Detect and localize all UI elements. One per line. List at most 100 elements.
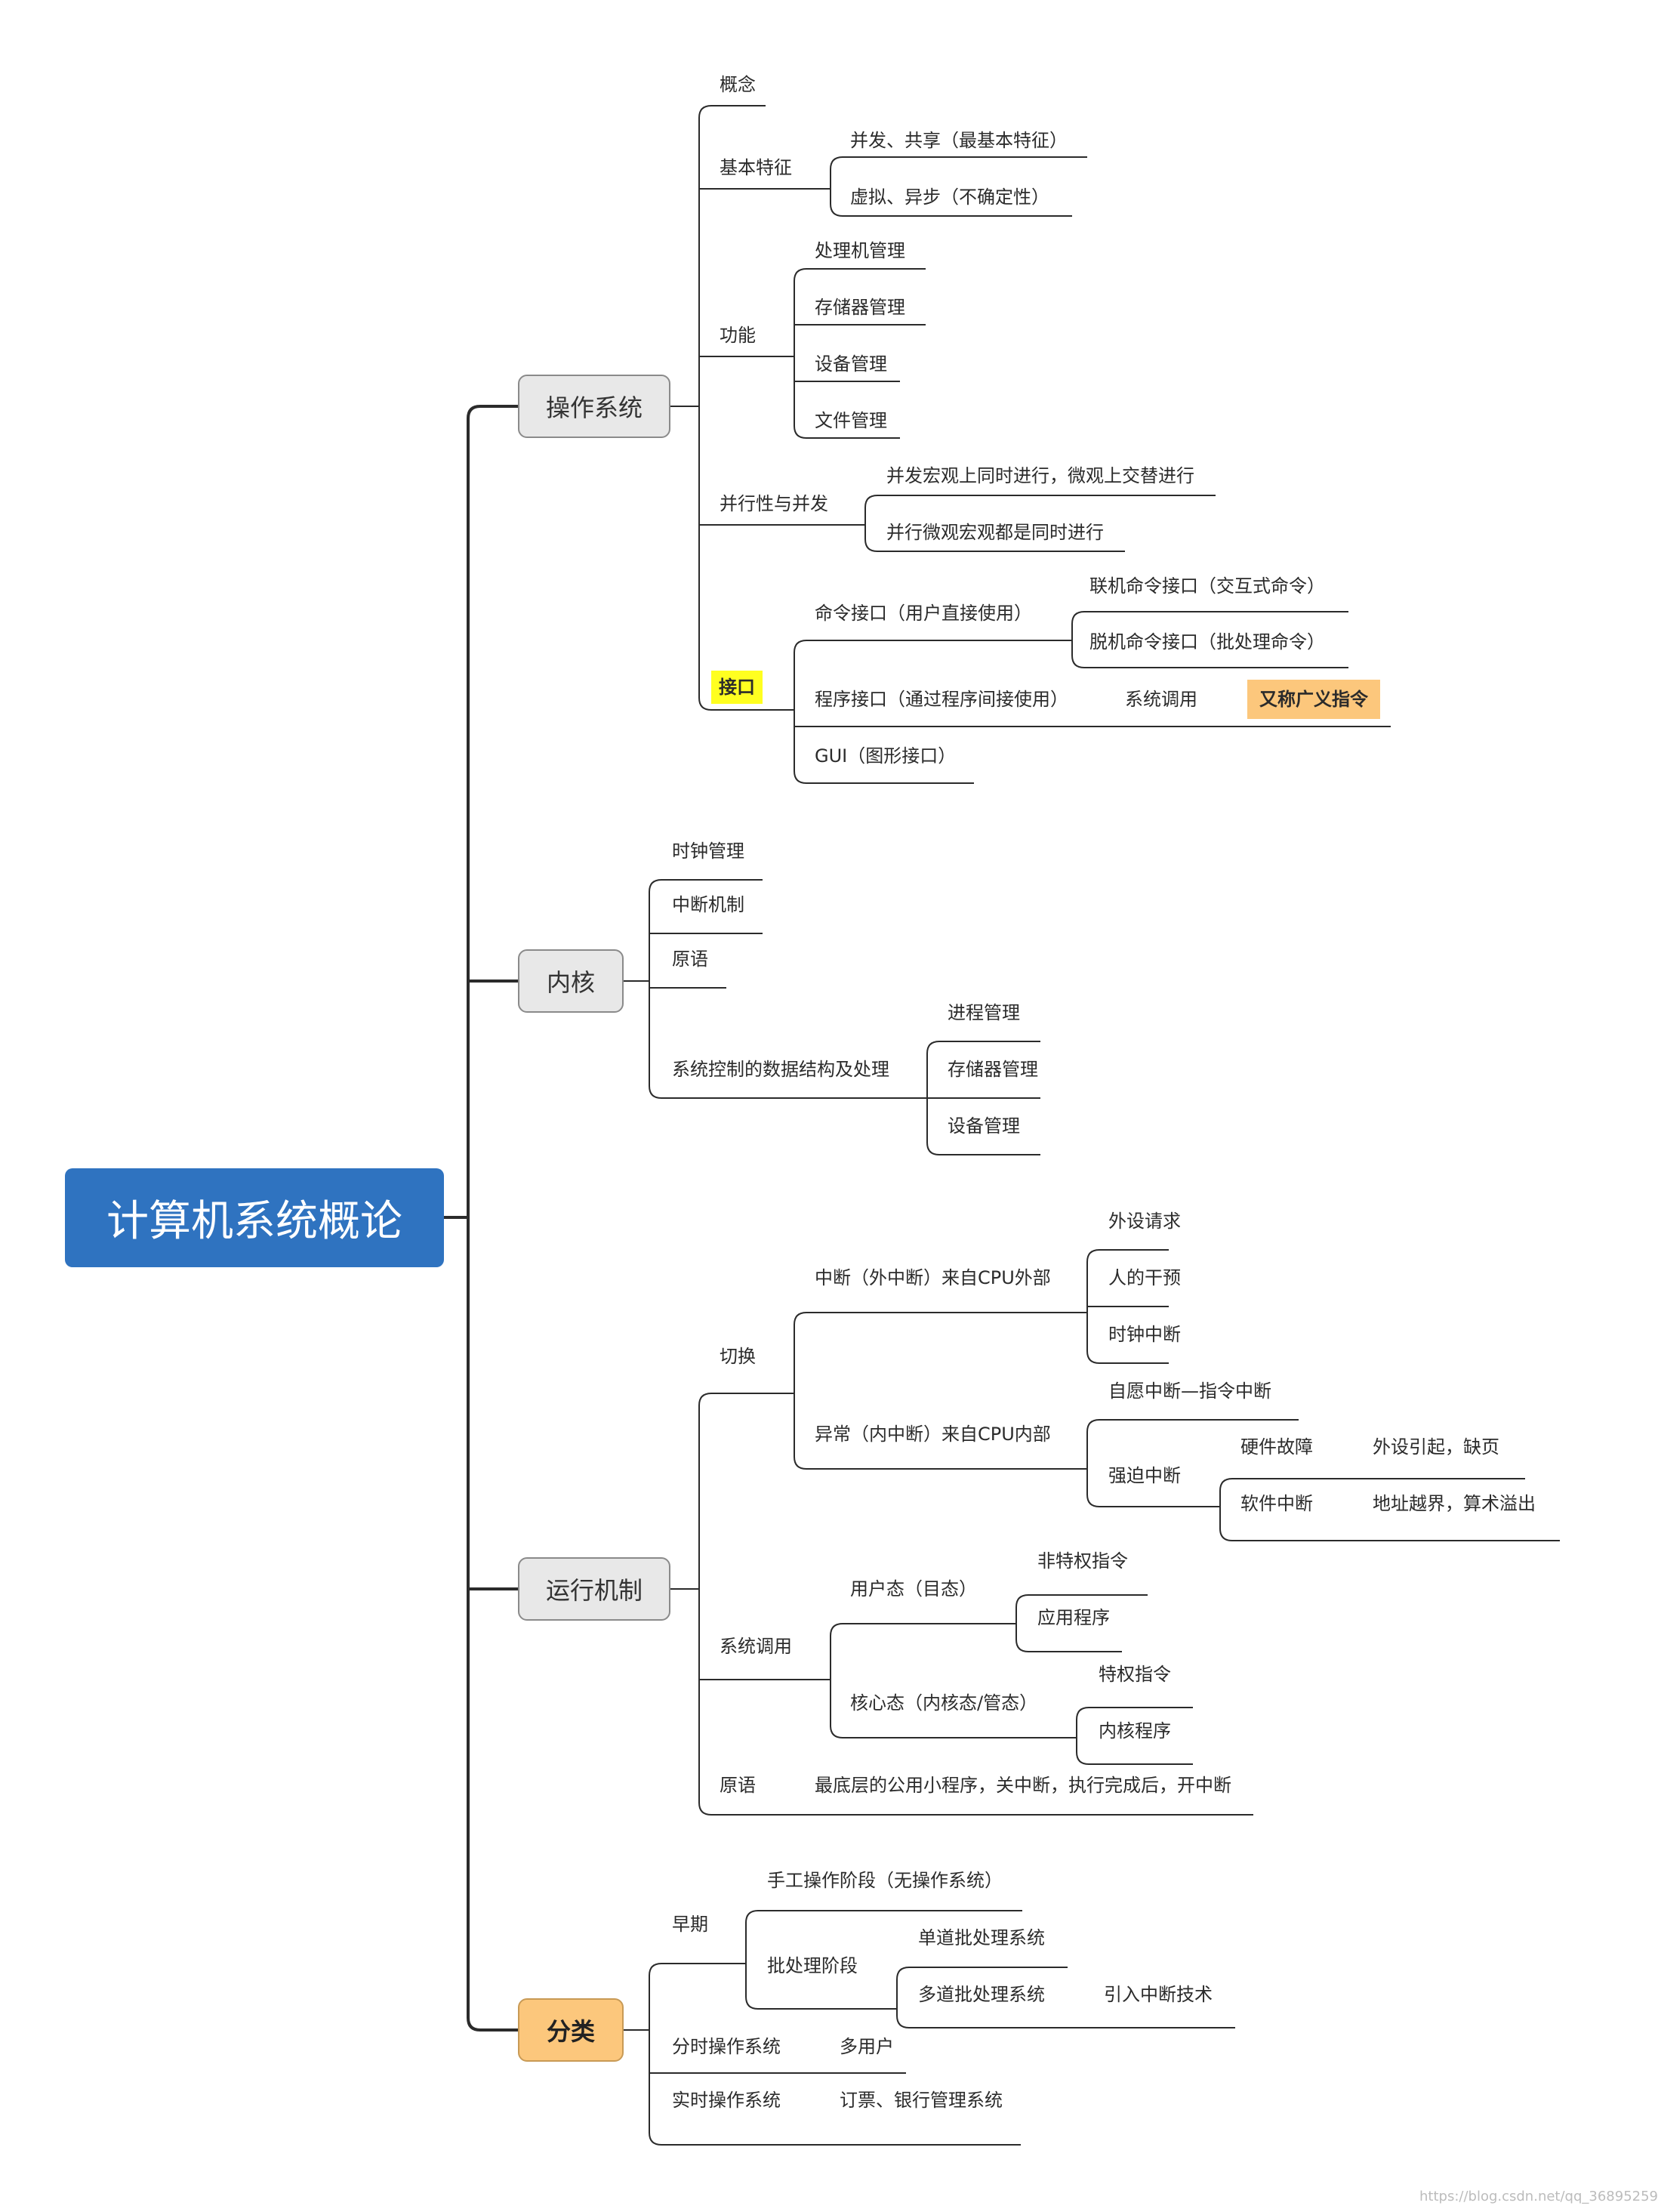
connector-spine [1071,640,1085,668]
kernel-interrupt: 中断机制 [672,894,744,915]
runtime-software-interrupt: 软件中断 [1240,1493,1313,1514]
connector-spine [794,1393,807,1470]
runtime-hardware-fault: 硬件故障 [1240,1436,1313,1458]
connector-spine [1086,1313,1100,1364]
classify-timeshare: 分时操作系统 [672,2036,781,2057]
connector-spine [1219,1478,1233,1507]
connector-spine [1015,1624,1029,1652]
classify-timeshare-note: 多用户 [840,2036,894,2057]
classify-batch-label: 批处理阶段 [767,1955,858,1976]
os-concept: 概念 [720,74,756,95]
connector-spine [830,1680,843,1738]
runtime-kernel-item: 特权指令 [1099,1664,1171,1685]
connector-spine [649,1963,662,2030]
runtime-interrupt-item: 外设请求 [1108,1211,1181,1232]
connector-spine [698,1589,712,1816]
connector-spine [794,640,807,710]
connector-spine [1076,1707,1089,1738]
connector-spine [1076,1738,1089,1765]
os-parallel-label: 并行性与并发 [720,493,828,514]
runtime-switch-label: 切换 [720,1346,756,1367]
connector-spine [794,356,807,439]
watermark: https://blog.csdn.net/qq_36895259 [1419,2189,1658,2204]
topic-classify[interactable]: 分类 [518,1998,624,2062]
connector-spine [1086,1419,1100,1469]
classify-multi-batch: 多道批处理系统 [918,1984,1045,2005]
os-feature-item: 并发、共享（最基本特征） [850,130,1068,151]
connector-spine [698,105,712,406]
runtime-software-detail: 地址越界，算术溢出 [1373,1493,1536,1514]
connector-spine [794,268,807,356]
topic-runtime[interactable]: 运行机制 [518,1557,670,1621]
connector-spine [745,1964,759,2010]
connector-spine [649,879,662,981]
connector-spine [830,189,843,217]
connector-spine [794,1312,807,1393]
kernel-sysdata-item: 存储器管理 [948,1059,1038,1080]
os-command-item: 联机命令接口（交互式命令） [1089,575,1325,597]
runtime-kernel-mode: 核心态（内核态/管态） [850,1692,1038,1714]
classify-realtime: 实时操作系统 [672,2090,781,2111]
connector-spine [467,1217,481,2032]
runtime-exception-label: 异常（内中断）来自CPU内部 [815,1424,1051,1445]
root-topic[interactable]: 计算机系统概论 [65,1168,444,1267]
topic-os[interactable]: 操作系统 [518,375,670,438]
kernel-sysdata-label: 系统控制的数据结构及处理 [672,1059,889,1080]
os-feature-item: 虚拟、异步（不确定性） [850,187,1049,208]
topic-kernel[interactable]: 内核 [518,949,624,1013]
connector-spine [794,710,807,784]
os-syscall: 系统调用 [1125,689,1197,710]
classify-single-batch: 单道批处理系统 [918,1927,1045,1948]
runtime-user-item: 应用程序 [1037,1607,1110,1628]
connector-spine [926,1098,940,1155]
connector-spine [1086,1469,1100,1507]
os-parallel-item: 并行微观宏观都是同时进行 [886,522,1104,543]
os-function-item: 处理机管理 [815,240,905,261]
os-program-interface: 程序接口（通过程序间接使用） [815,689,1068,710]
classify-realtime-note: 订票、银行管理系统 [840,2090,1003,2111]
os-interface-label: 接口 [711,671,763,704]
kernel-primitive: 原语 [672,949,708,970]
connector-spine [896,2009,910,2028]
kernel-sysdata-item: 设备管理 [948,1115,1020,1137]
os-functions-label: 功能 [720,325,756,346]
runtime-user-mode: 用户态（目态） [850,1578,977,1600]
os-command-item: 脱机命令接口（批处理命令） [1089,631,1325,652]
connector-spine [830,156,843,189]
runtime-user-item: 非特权指令 [1037,1550,1128,1572]
connector-spine [926,1041,940,1098]
os-parallel-item: 并发宏观上同时进行，微观上交替进行 [886,465,1194,486]
connector-spine [467,405,481,1217]
connector-spine [864,495,878,525]
classify-multi-batch-note: 引入中断技术 [1104,1984,1213,2005]
classify-early-label: 早期 [672,1914,708,1935]
connector-spine [896,1967,910,2009]
connector-spine [830,1623,843,1680]
runtime-primitive-label: 原语 [720,1775,756,1796]
runtime-voluntary-interrupt: 自愿中断—指令中断 [1108,1381,1271,1402]
kernel-sysdata-item: 进程管理 [948,1002,1020,1023]
connector-spine [1015,1594,1029,1624]
runtime-interrupt-item: 人的干预 [1108,1267,1181,1288]
kernel-clock: 时钟管理 [672,841,744,862]
connector-spine [1219,1507,1233,1541]
classify-manual: 手工操作阶段（无操作系统） [767,1870,1003,1891]
os-generalized-instruction: 又称广义指令 [1247,680,1380,719]
connector-spine [649,2030,662,2146]
connector-spine [1071,611,1085,640]
connector-spine [698,1393,712,1589]
os-function-item: 设备管理 [815,353,887,375]
os-gui: GUI（图形接口） [815,745,957,767]
runtime-interrupt-label: 中断（外中断）来自CPU外部 [815,1267,1051,1288]
connector-spine [698,406,712,711]
connector-spine [649,981,662,1099]
runtime-kernel-item: 内核程序 [1099,1720,1171,1742]
os-features-label: 基本特征 [720,157,792,178]
runtime-primitive-detail: 最底层的公用小程序，关中断，执行完成后，开中断 [815,1775,1231,1796]
connector-spine [864,525,878,552]
connector-spine [1086,1249,1100,1313]
os-function-item: 文件管理 [815,410,887,431]
runtime-forced-interrupt: 强迫中断 [1108,1465,1181,1486]
